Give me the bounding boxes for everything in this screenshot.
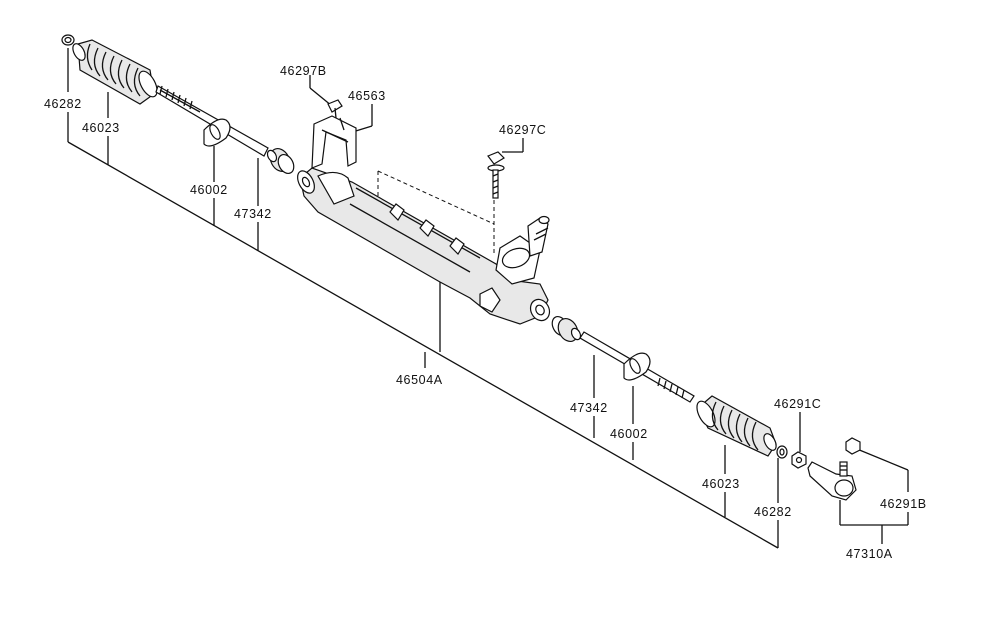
label-46297b: 46297B (280, 64, 327, 78)
label-46291b: 46291B (880, 497, 927, 511)
label-46297c: 46297C (499, 123, 546, 137)
tie-rod-end-nut (845, 437, 861, 455)
label-46023-right: 46023 (702, 477, 740, 491)
label-46504a: 46504A (396, 373, 443, 387)
tie-rod-lock-nut (791, 451, 807, 469)
label-47342-right: 47342 (570, 401, 608, 415)
bracket-bolt (327, 99, 343, 119)
label-46291c: 46291C (774, 397, 821, 411)
right-boot-band (623, 352, 651, 381)
tie-rod-end (807, 461, 857, 501)
rack-mounting-bracket (311, 115, 357, 169)
label-46023-left: 46023 (82, 121, 120, 135)
housing-bolt (487, 151, 505, 199)
label-46002-left: 46002 (190, 183, 228, 197)
label-46282-right: 46282 (754, 505, 792, 519)
right-rack-boot (696, 395, 777, 457)
label-46282-left: 46282 (44, 97, 82, 111)
left-boot-clip (61, 34, 75, 46)
left-rack-boot (72, 39, 158, 105)
part-labels: 46282 46023 46002 47342 46297B 46563 462… (44, 64, 927, 561)
left-inner-ball-joint (266, 147, 295, 175)
label-46002-right: 46002 (610, 427, 648, 441)
label-47310a: 47310A (846, 547, 893, 561)
label-46563: 46563 (348, 89, 386, 103)
left-boot-band (203, 118, 231, 147)
right-boot-clip (776, 445, 788, 459)
label-47342-left: 47342 (234, 207, 272, 221)
rack-housing-assembly (297, 167, 551, 325)
right-inner-ball-joint (551, 315, 582, 343)
